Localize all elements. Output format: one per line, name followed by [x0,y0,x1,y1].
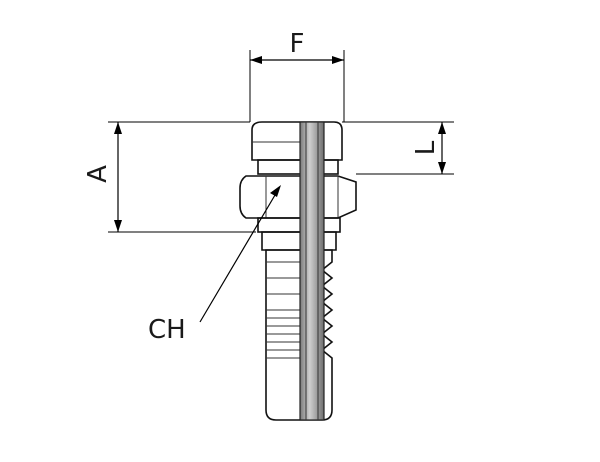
fitting-shank [261,231,337,251]
fitting-body [239,121,357,421]
fitting-neck [257,159,339,175]
fitting-nose [251,121,343,161]
tail-grooves [266,261,300,359]
hose-tail [265,249,334,421]
dimension-l: L [342,121,454,175]
dimension-ch: CH [148,185,281,345]
label-a: A [83,165,113,183]
hex-nut [239,175,357,219]
fitting-collar [257,217,341,233]
dimension-f: F [249,29,345,122]
label-l: L [411,140,441,155]
bore-section [299,121,325,421]
label-ch: CH [148,315,186,345]
dimension-a: A [83,121,256,233]
label-f: F [290,29,305,59]
